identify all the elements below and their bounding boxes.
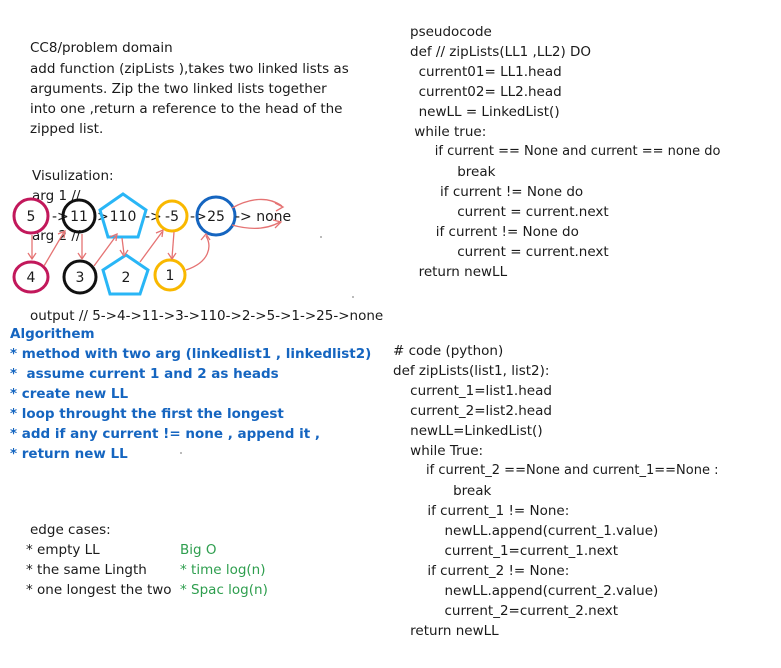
problem-line: arguments. Zip the two linked lists toge… [30, 81, 327, 97]
list1-node-shape [155, 199, 189, 233]
list1-node-shape [61, 198, 97, 234]
pseudocode-line: return newLL [410, 264, 508, 280]
pseudocode-line: while true: [410, 124, 487, 140]
list1-node-label: 5 [27, 209, 36, 225]
edge-case-item: * one longest the two [26, 582, 172, 598]
list1-node-shape [98, 192, 148, 239]
zip-arrows [27, 198, 285, 271]
list1-node-shape [195, 195, 237, 237]
list2-node-shape [153, 258, 187, 292]
pseudocode-line: newLL = LinkedList() [410, 104, 560, 120]
problem-line: into one ,return a reference to the head… [30, 101, 343, 117]
code-line: if current_2 ==None and current_1==None … [393, 463, 719, 478]
list2-node-shape [62, 259, 98, 295]
big-o-item: * Spac log(n) [180, 582, 268, 598]
pseudocode-line: current01= LL1.head [410, 64, 562, 80]
pseudocode-line: if current != None do [410, 184, 584, 200]
algorithm-line: * create new LL [10, 386, 129, 402]
code-line: newLL.append(current_1.value) [393, 523, 659, 539]
list2-node-shape [12, 260, 50, 294]
code-line: current_1=list1.head [393, 383, 552, 399]
big-o-item: * time log(n) [180, 562, 266, 578]
list2-node-shape [101, 253, 150, 296]
stray-marks [180, 236, 354, 454]
list1-node-label: 11 [70, 209, 88, 225]
problem-line: add function (zipLists ),takes two linke… [30, 61, 349, 77]
algorithm-title: Algorithem [10, 326, 95, 342]
list2-node-label: 4 [27, 270, 36, 286]
pseudocode-line: if current != None do [410, 224, 579, 240]
output-line: output // 5->4->11->3->110->2->5->1->25-… [30, 308, 384, 324]
code-line: def zipLists(list1, list2): [393, 363, 550, 379]
list2-node-label: 2 [122, 270, 131, 286]
list1-node-label: 25 [207, 209, 225, 225]
code-line: if current_1 != None: [393, 503, 570, 519]
code-line: current_2=current_2.next [393, 603, 619, 619]
code-line: break [393, 483, 492, 499]
edge-cases-title: edge cases: [30, 522, 111, 538]
algorithm-line: * add if any current != none , append it… [10, 426, 320, 442]
edge-case-item: * the same Lingth [26, 562, 147, 578]
big-o-title: Big O [180, 542, 217, 558]
code-line: newLL=LinkedList() [393, 423, 543, 439]
pseudocode-line: current = current.next [410, 244, 609, 260]
pseudocode-line: break [410, 164, 496, 180]
list1-node-shape [12, 197, 50, 235]
pseudocode-line: current02= LL2.head [410, 84, 562, 100]
algorithm-line: * loop throught the first the longest [10, 406, 284, 422]
pseudocode-line: current = current.next [410, 204, 609, 220]
algorithm-line: * method with two arg (linkedlist1 , lin… [10, 346, 372, 362]
pseudocode-line: if current == None and current == none d… [410, 144, 721, 159]
list2-node-label: 3 [76, 270, 85, 286]
code-line: return newLL [393, 623, 499, 639]
code-line: if current_2 != None: [393, 563, 570, 579]
list1-node-label: 110 [110, 209, 137, 225]
algorithm-line: * assume current 1 and 2 as heads [10, 366, 279, 382]
code-line: # code (python) [393, 343, 504, 359]
problem-heading: CC8/problem domain [30, 40, 173, 56]
list1-arrow: -> [52, 209, 69, 225]
list1-node-label: -5 [165, 209, 179, 225]
edge-case-item: * empty LL [26, 542, 100, 558]
code-line: while True: [393, 443, 484, 459]
list1-tail: -> none [235, 209, 291, 225]
algorithm-line: * return new LL [10, 446, 128, 462]
code-line: current_1=current_1.next [393, 543, 619, 559]
visualization-title: Visulization: [32, 168, 114, 184]
problem-line: zipped list. [30, 121, 104, 137]
pseudocode-line: pseudocode [410, 24, 492, 40]
code-line: newLL.append(current_2.value) [393, 583, 659, 599]
code-line: current_2=list2.head [393, 403, 552, 419]
list2-node-label: 1 [166, 268, 175, 284]
pseudocode-line: def // zipLists(LL1 ,LL2) DO [410, 44, 592, 60]
